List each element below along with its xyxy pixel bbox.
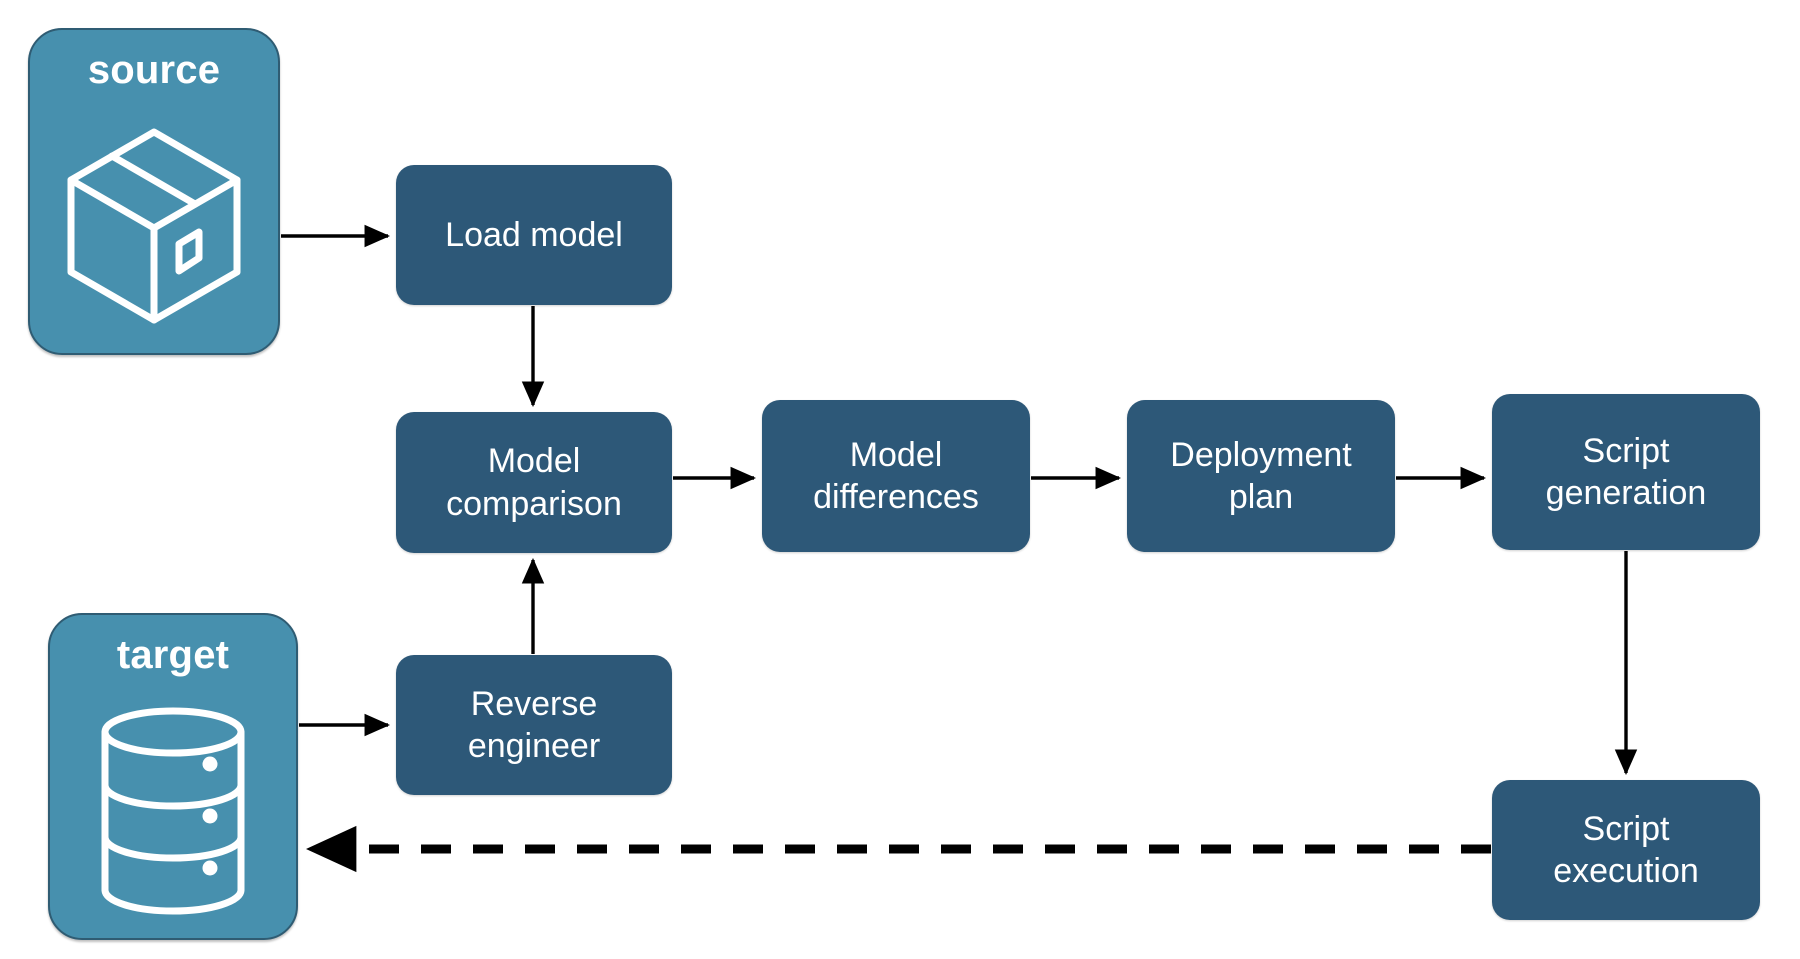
process-node-script-generation[interactable]: Script generation <box>1492 394 1760 550</box>
process-label-load-model: Load model <box>445 215 623 254</box>
endpoint-label-target: target <box>116 633 230 677</box>
endpoint-label-source: source <box>87 48 221 92</box>
endpoint-node-source[interactable]: source <box>28 28 280 355</box>
process-node-model-comparison[interactable]: Model comparison <box>396 412 672 553</box>
process-label-model-differences: Model differences <box>813 435 979 517</box>
process-label-deployment-plan: Deployment plan <box>1170 435 1352 517</box>
endpoint-node-target[interactable]: target <box>48 613 298 940</box>
process-node-reverse-engineer[interactable]: Reverse engineer <box>396 655 672 795</box>
database-cylinder-icon <box>50 683 296 938</box>
process-node-load-model[interactable]: Load model <box>396 165 672 305</box>
process-node-model-differences[interactable]: Model differences <box>762 400 1030 552</box>
process-node-deployment-plan[interactable]: Deployment plan <box>1127 400 1395 552</box>
process-node-script-execution[interactable]: Script execution <box>1492 780 1760 920</box>
process-label-reverse-engineer: Reverse engineer <box>467 684 601 766</box>
process-label-model-comparison: Model comparison <box>446 442 622 523</box>
process-label-script-generation: Script generation <box>1545 431 1707 513</box>
process-label-script-execution: Script execution <box>1553 809 1699 891</box>
package-box-icon <box>30 98 278 353</box>
